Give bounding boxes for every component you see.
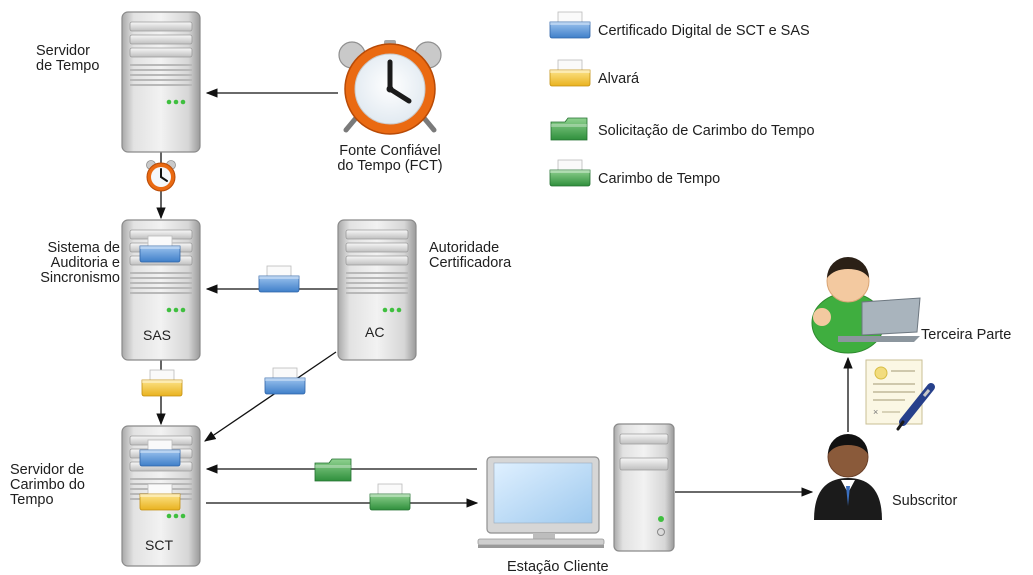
alarm-clock-icon [338,40,442,135]
legend-green-folder-icon [550,117,588,141]
permit-sas-sct-icon [141,369,183,397]
time-server-icon [121,11,201,153]
legend-label-certificate: Certificado Digital de SCT e SAS [598,23,810,39]
client-label: Estação Cliente [507,559,609,575]
legend-label-timestamp: Carimbo de Tempo [598,171,721,187]
legend-label-permit: Alvará [598,71,640,87]
laptop-icon [838,297,921,342]
svg-text:×: × [873,407,878,417]
sct-tag: SCT [145,537,173,553]
legend-blue-document-icon [549,11,591,39]
timestamp-request-folder-icon [314,458,352,482]
legend-green-document-icon [549,159,591,187]
subscriber-person-icon [814,434,882,520]
ac-tag: AC [365,324,385,340]
sas-tag: SAS [143,327,172,343]
third-party-label: Terceira Parte [921,327,1012,343]
small-alarm-clock-icon [146,160,176,192]
time-server-label: Servidor de Tempo [36,43,100,74]
sct-label: Servidor de Carimbo do Tempo [10,462,85,508]
subscriber-label: Subscritor [892,493,958,509]
sas-label: Sistema de Auditoria e Sincronismo [40,240,120,286]
ac-label: Autoridade Certificadora [429,240,512,271]
connector-arrows [156,88,853,508]
pen-icon [896,383,935,431]
timestamp-document-icon [369,483,411,511]
arrow-ac-to-sct [204,351,337,442]
certificate-ac-sas-icon [258,265,300,293]
legend-yellow-document-icon [549,59,591,87]
pc-tower-icon [613,423,675,552]
legend-label-timestamp-request: Solicitação de Carimbo do Tempo [598,123,815,139]
monitor-icon [477,456,605,548]
certificate-ac-sct-icon [264,367,306,395]
fct-label: Fonte Confiável do Tempo (FCT) [337,143,443,174]
